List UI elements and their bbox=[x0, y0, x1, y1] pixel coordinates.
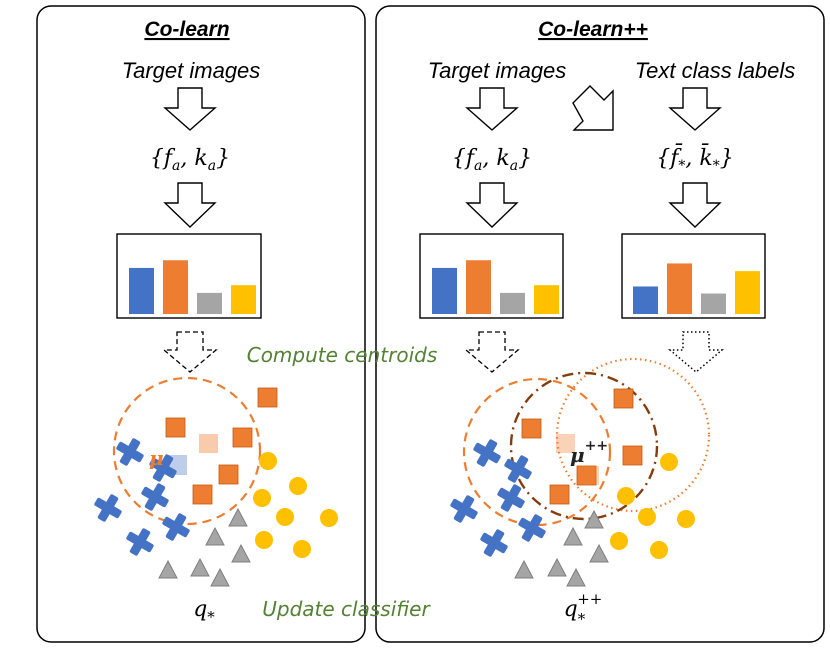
right-combined-centroid-circle bbox=[509, 371, 659, 521]
left-feature-set: {fa, ka} bbox=[150, 146, 230, 174]
svg-text:{f̄*, k̄*}: {f̄*, k̄*} bbox=[656, 143, 733, 174]
right-image-source-label: Target images bbox=[428, 58, 567, 83]
dashed-arrow-left bbox=[162, 331, 218, 373]
arrow-down-right-img-2 bbox=[465, 182, 519, 228]
right-panel-frame bbox=[375, 5, 825, 643]
right-text-source-label: Text class labels bbox=[635, 58, 796, 83]
left-blue-crosses bbox=[88, 432, 196, 562]
svg-text:q*++: q*++ bbox=[564, 590, 603, 628]
arrow-down-right-txt-1 bbox=[668, 87, 722, 131]
right-yellow-circles bbox=[610, 453, 695, 559]
right-text-centroid-circle bbox=[555, 357, 711, 513]
right-text-histogram-bars bbox=[633, 263, 760, 314]
left-histogram-bars bbox=[129, 260, 256, 314]
right-image-histogram-bar-orange bbox=[466, 260, 491, 314]
left-panel-frame bbox=[36, 5, 366, 643]
arrow-diagonal-cross-modal bbox=[572, 85, 614, 131]
right-blue-crosses bbox=[444, 433, 552, 563]
svg-text:q*: q* bbox=[193, 597, 215, 626]
update-classifier-label: Update classifier bbox=[262, 597, 431, 621]
left-centroid-label: μ bbox=[149, 446, 164, 470]
right-text-histogram-bar-blue bbox=[633, 286, 658, 314]
left-panel-title: Co-learn bbox=[144, 18, 229, 41]
right-image-histogram-bar-gray bbox=[500, 292, 525, 314]
right-image-centroid-circle bbox=[462, 377, 612, 527]
right-image-feature-set: {fa, ka} bbox=[452, 146, 532, 174]
arrow-down-left-1 bbox=[163, 87, 217, 131]
arrow-down-left-2 bbox=[163, 182, 217, 228]
dashed-arrow-right-img bbox=[464, 331, 520, 373]
left-blue-translucent-square bbox=[167, 455, 187, 475]
left-histogram-bar-yellow bbox=[231, 285, 256, 314]
compute-centroids-label: Compute centroids bbox=[247, 343, 438, 367]
right-text-histogram-bar-gray bbox=[701, 293, 726, 314]
right-orange-squares bbox=[521, 388, 643, 505]
arrow-down-right-txt-2 bbox=[668, 182, 722, 228]
left-source-label: Target images bbox=[122, 58, 261, 83]
right-centroid-label: μ++ bbox=[570, 438, 608, 467]
svg-text:{fa, ka}: {fa, ka} bbox=[150, 146, 230, 174]
arrow-down-right-img-1 bbox=[465, 87, 519, 131]
left-gray-triangles bbox=[158, 507, 251, 587]
right-image-histogram-bar-yellow bbox=[534, 285, 559, 314]
left-scatter-plot: μ bbox=[88, 376, 338, 587]
left-histogram-bar-gray bbox=[197, 292, 222, 314]
left-orange-squares bbox=[165, 387, 278, 505]
right-text-feature-set: {f̄*, k̄*} bbox=[656, 143, 733, 174]
right-panel-title: Co-learn++ bbox=[538, 18, 648, 41]
left-output-classifier: q* bbox=[193, 597, 215, 626]
right-text-histogram-bar-yellow bbox=[735, 271, 760, 314]
right-orange-translucent-square-2 bbox=[580, 466, 599, 485]
right-scatter-plot: μ++ bbox=[444, 357, 711, 587]
right-gray-triangles bbox=[514, 509, 609, 587]
left-histogram-bar-orange bbox=[163, 260, 188, 314]
dotted-arrow-right-txt bbox=[667, 331, 725, 373]
right-output-classifier: q*++ bbox=[564, 590, 603, 628]
right-text-histogram-bar-orange bbox=[667, 263, 692, 314]
left-centroid-circle bbox=[112, 376, 262, 526]
left-yellow-circles bbox=[253, 452, 338, 558]
right-image-histogram-bar-blue bbox=[432, 267, 457, 314]
svg-text:{fa, ka}: {fa, ka} bbox=[452, 146, 532, 174]
right-image-histogram-bars bbox=[432, 260, 559, 314]
left-histogram-bar-blue bbox=[129, 267, 154, 314]
right-orange-translucent-square-1 bbox=[556, 434, 575, 453]
left-orange-translucent-square bbox=[199, 434, 218, 453]
